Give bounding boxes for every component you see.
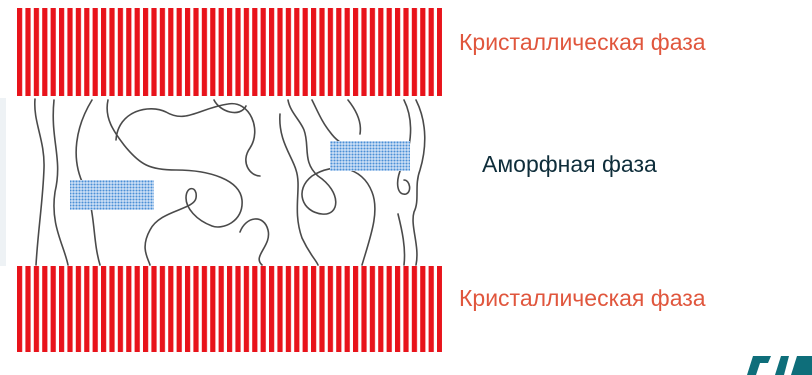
chain-13 xyxy=(413,100,425,265)
chain-7 xyxy=(240,219,269,265)
edge-artifact-left xyxy=(0,98,6,266)
chain-1 xyxy=(35,99,44,265)
tie-molecule-tag xyxy=(70,180,154,210)
chain-2 xyxy=(53,100,68,265)
chain-11 xyxy=(348,100,360,134)
crystalline-phase-label-bottom: Кристаллическая фаза xyxy=(459,284,706,312)
crystalline-layer-top xyxy=(17,8,442,96)
brand-logo-partial xyxy=(741,352,812,375)
crystalline-phase-label-top: Кристаллическая фаза xyxy=(459,28,706,56)
chain-5 xyxy=(116,104,260,176)
chain-9 xyxy=(288,100,375,265)
entangled-loops-tag xyxy=(330,141,410,171)
chain-14 xyxy=(398,214,405,265)
crystalline-layer-bottom xyxy=(17,266,442,352)
amorphous-phase-label: Аморфная фаза xyxy=(482,150,657,178)
chain-8 xyxy=(280,114,318,265)
